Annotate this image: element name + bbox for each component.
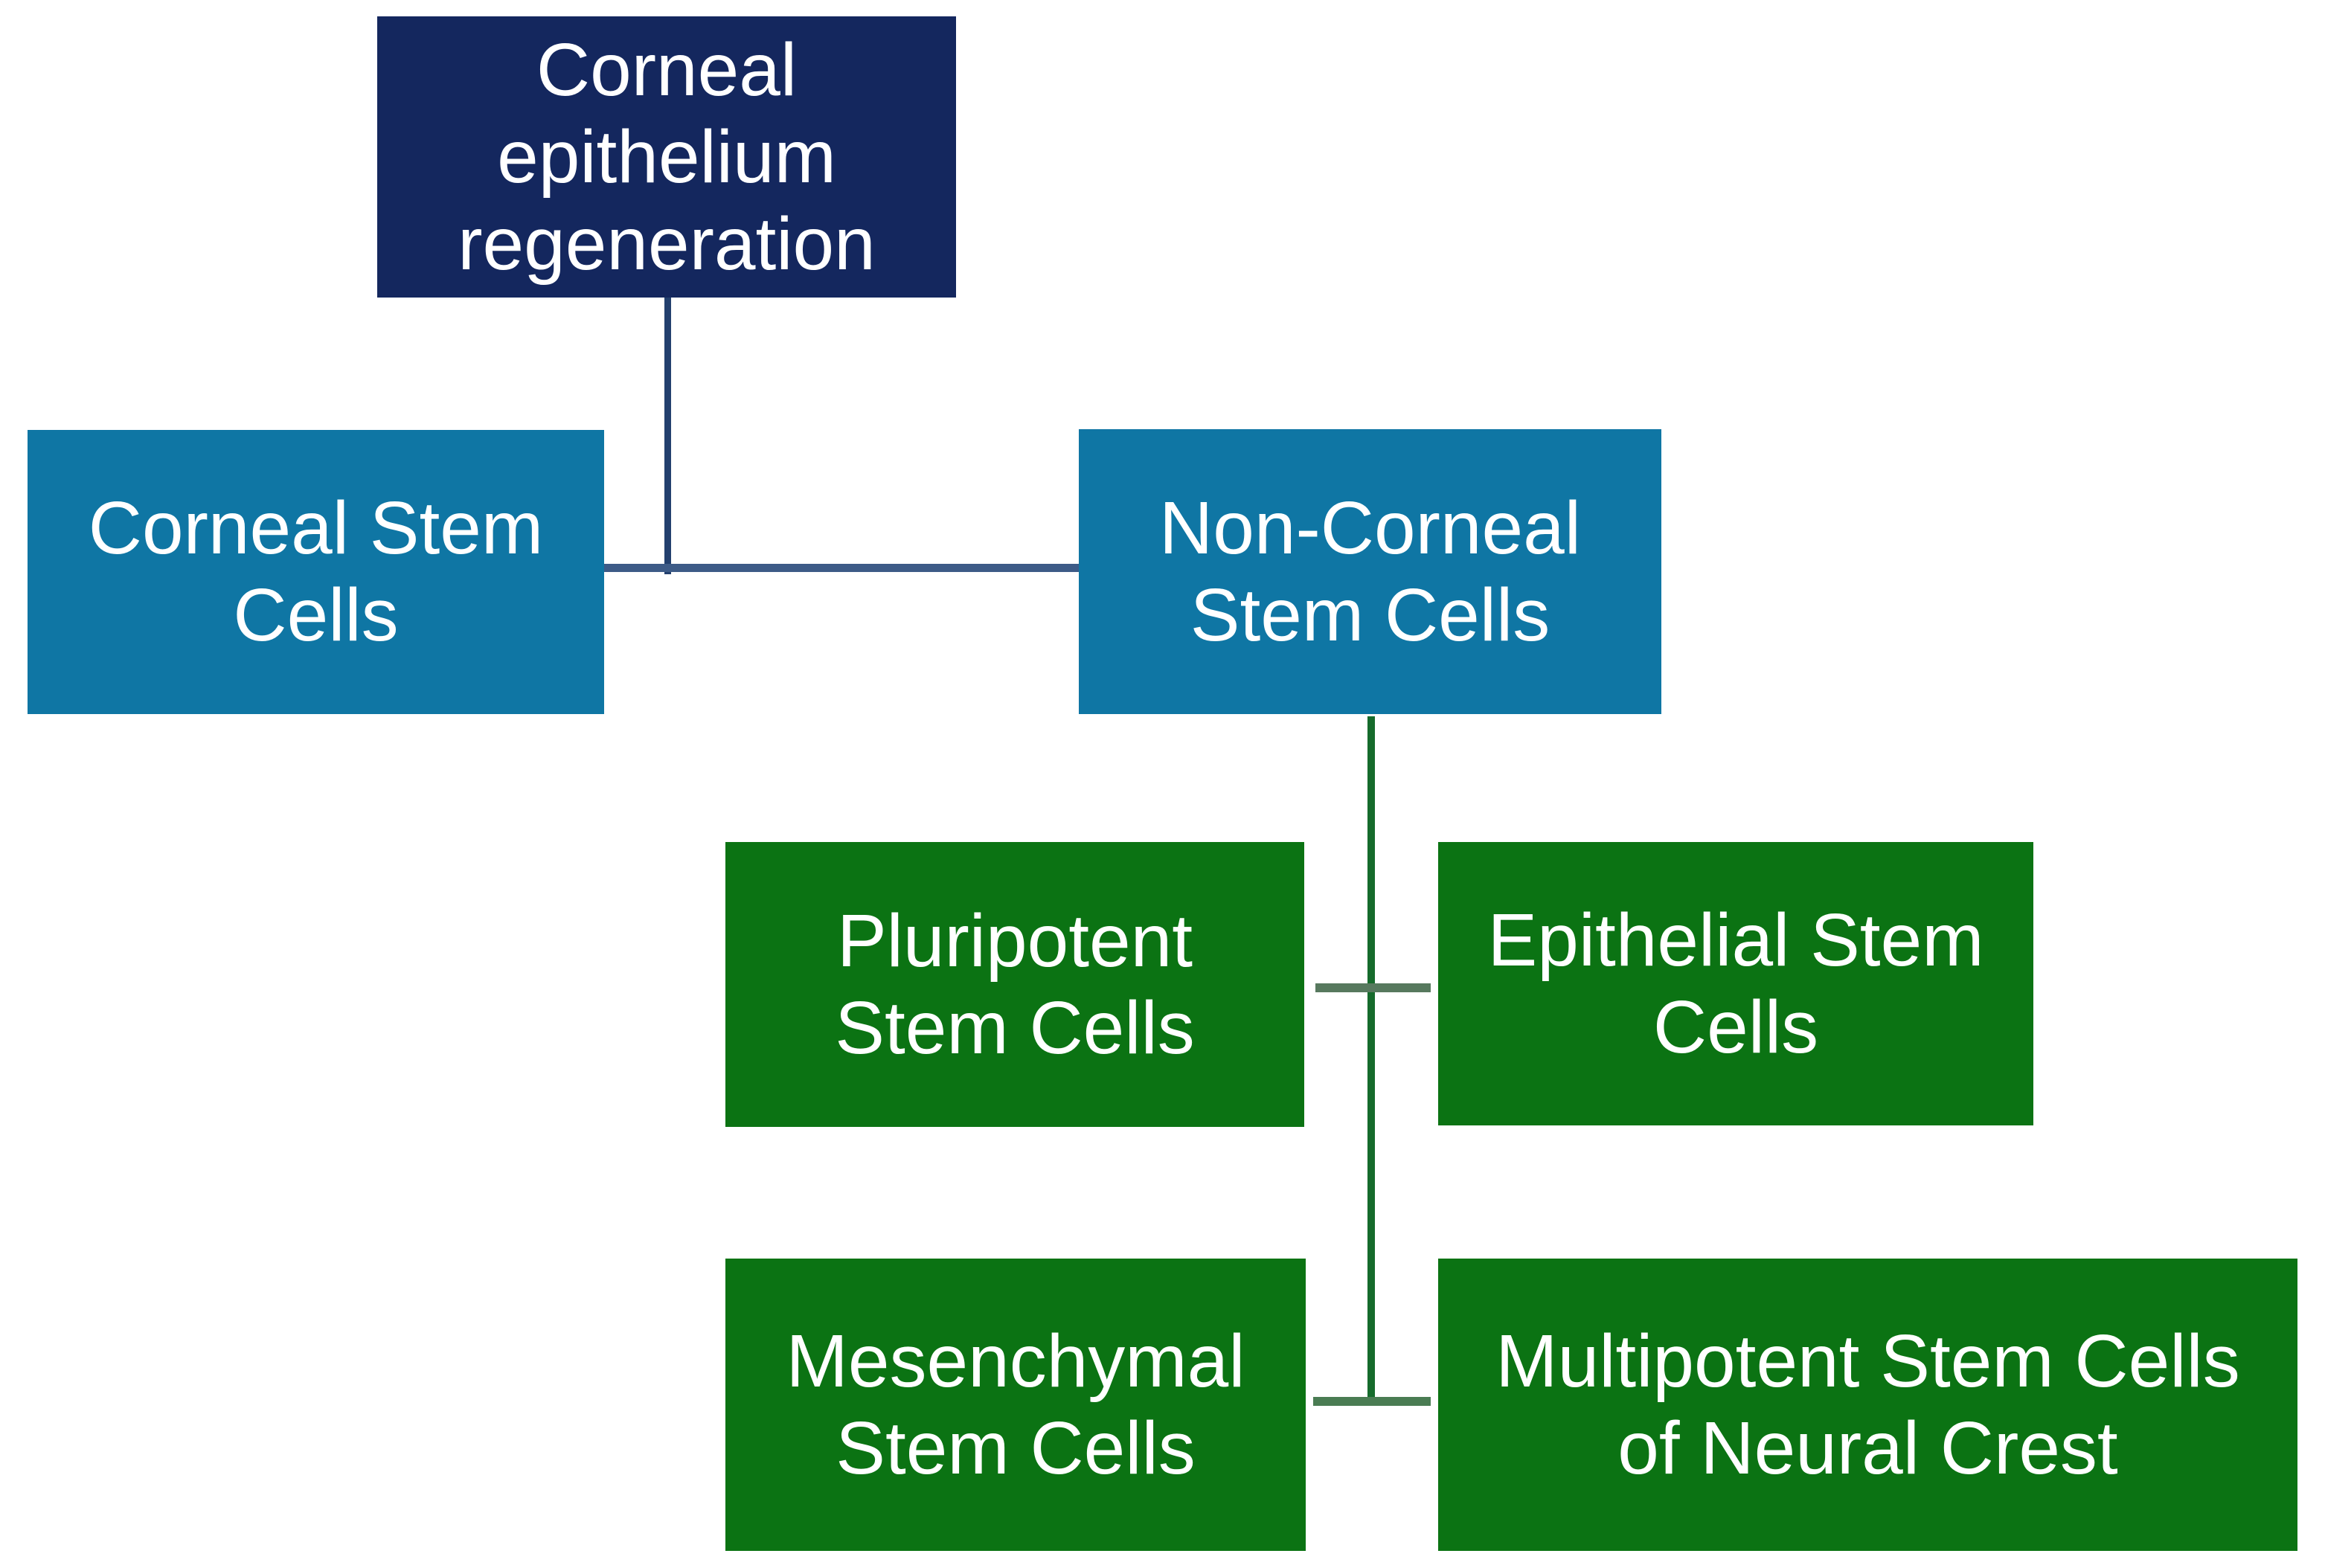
connector-noncorneal-to-leaves-vertical — [1367, 716, 1375, 1406]
node-pluripotent-stem-cells: Pluripotent Stem Cells — [725, 842, 1304, 1127]
node-label-epithelial-stem-cells: Epithelial Stem Cells — [1487, 898, 1984, 1069]
node-label-pluripotent-stem-cells: Pluripotent Stem Cells — [835, 899, 1195, 1070]
node-corneal-epithelium-regeneration: Corneal epithelium regeneration — [377, 16, 956, 298]
connector-root-to-stem-row-vertical — [664, 298, 671, 574]
node-non-corneal-stem-cells: Non-Corneal Stem Cells — [1079, 429, 1661, 714]
node-corneal-stem-cells: Corneal Stem Cells — [28, 430, 604, 714]
node-label-non-corneal-stem-cells: Non-Corneal Stem Cells — [1159, 486, 1581, 657]
node-label-corneal-stem-cells: Corneal Stem Cells — [88, 486, 544, 657]
node-mesenchymal-stem-cells: Mesenchymal Stem Cells — [725, 1259, 1306, 1551]
connector-mesenchymal-multipotent-horizontal — [1313, 1397, 1431, 1406]
node-label-corneal-epithelium-regeneration: Corneal epithelium regeneration — [458, 28, 876, 286]
node-epithelial-stem-cells: Epithelial Stem Cells — [1438, 842, 2033, 1125]
node-label-mesenchymal-stem-cells: Mesenchymal Stem Cells — [786, 1319, 1245, 1490]
node-label-multipotent-stem-cells-of-neural-crest: Multipotent Stem Cells of Neural Crest — [1495, 1319, 2240, 1490]
node-multipotent-stem-cells-of-neural-crest: Multipotent Stem Cells of Neural Crest — [1438, 1259, 2297, 1551]
connector-corneal-noncorneal-horizontal — [604, 564, 1079, 572]
connector-pluripotent-epithelial-horizontal — [1315, 983, 1431, 992]
